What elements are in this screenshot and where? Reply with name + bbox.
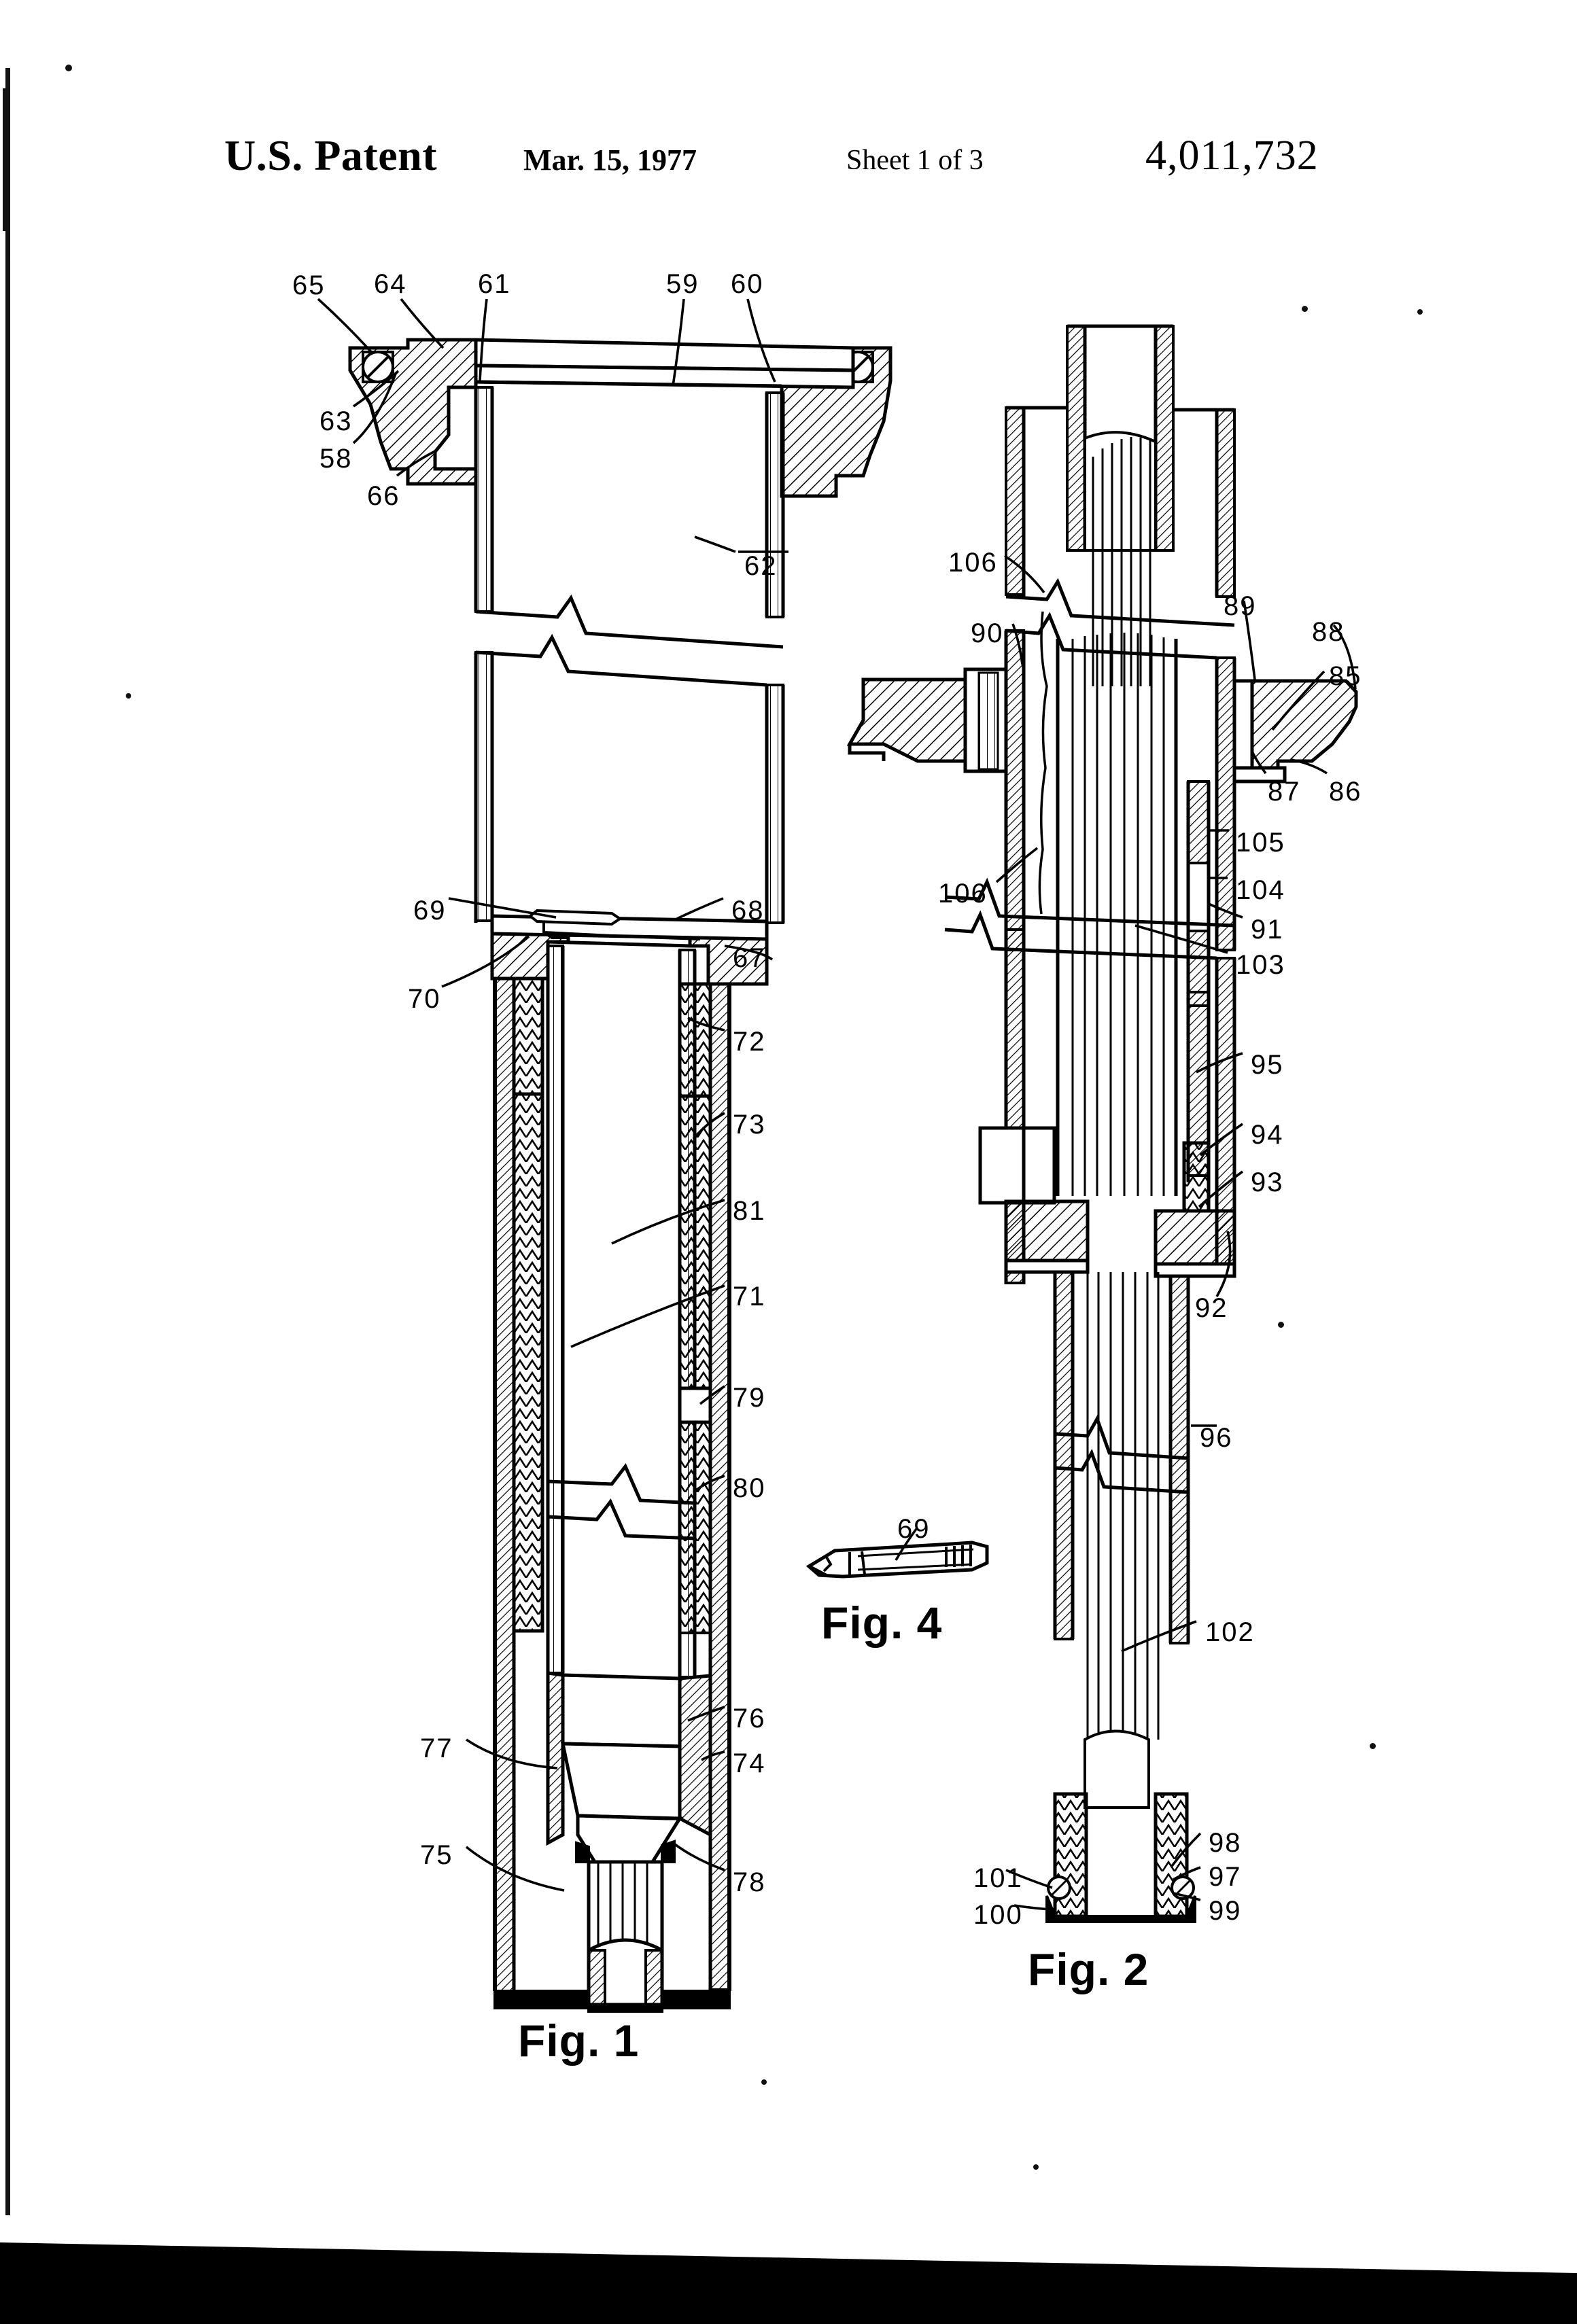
ref-numeral-69-fig4: 69 (897, 1514, 931, 1544)
scan-speck (761, 2079, 767, 2085)
figure-1-drawing (348, 338, 893, 2013)
figure-2-caption: Fig. 2 (1028, 1944, 1149, 1994)
ref-numeral-58: 58 (319, 444, 353, 474)
ref-numeral-89: 89 (1224, 591, 1257, 621)
ref-numeral-92: 92 (1195, 1293, 1228, 1323)
ref-numeral-95: 95 (1251, 1050, 1284, 1080)
ref-numeral-93: 93 (1251, 1167, 1284, 1197)
ref-numeral-79: 79 (733, 1383, 766, 1413)
figure-4-drawing (805, 1540, 989, 1579)
ref-numeral-103: 103 (1236, 950, 1285, 980)
scan-speck (1302, 306, 1308, 312)
ref-numeral-99: 99 (1209, 1896, 1242, 1926)
figure-2-drawing (846, 324, 1358, 1923)
ref-numeral-101: 101 (973, 1863, 1023, 1893)
scan-speck (126, 693, 131, 699)
ref-numeral-59: 59 (666, 269, 699, 299)
ref-numeral-106-top: 106 (948, 548, 998, 578)
ref-numeral-97: 97 (1209, 1862, 1242, 1892)
scan-edge-artifact (3, 68, 10, 2215)
ref-numeral-63: 63 (319, 406, 353, 436)
ref-numeral-66: 66 (367, 481, 400, 511)
ref-numeral-64: 64 (374, 269, 407, 299)
ref-numeral-73: 73 (733, 1110, 766, 1140)
scan-speck (1278, 1322, 1284, 1328)
ref-numeral-96: 96 (1200, 1423, 1233, 1453)
patent-date: Mar. 15, 1977 (523, 143, 697, 177)
ref-numeral-74: 74 (733, 1748, 766, 1778)
ref-numeral-94: 94 (1251, 1120, 1284, 1150)
ref-numeral-68: 68 (731, 896, 765, 926)
scan-speck (1370, 1743, 1376, 1749)
ref-numeral-77: 77 (420, 1733, 453, 1763)
ref-numeral-61: 61 (478, 269, 511, 299)
ref-numeral-72: 72 (733, 1027, 766, 1057)
ref-numeral-106-left: 106 (938, 879, 988, 909)
leader-lines (317, 298, 1357, 1911)
ref-numeral-102: 102 (1205, 1617, 1255, 1647)
scan-speck (1417, 309, 1423, 315)
ref-numeral-85: 85 (1329, 661, 1362, 691)
ref-numeral-91: 91 (1251, 915, 1284, 945)
ref-numeral-90: 90 (971, 618, 1004, 648)
ref-numeral-98: 98 (1209, 1828, 1242, 1858)
ref-numeral-60: 60 (731, 269, 764, 299)
ref-numeral-76: 76 (733, 1704, 766, 1733)
ref-numeral-81: 81 (733, 1196, 766, 1226)
patent-office-title: U.S. Patent (224, 131, 438, 179)
ref-numeral-100: 100 (973, 1900, 1023, 1930)
patent-header: U.S. Patent Mar. 15, 1977 Sheet 1 of 3 4… (0, 129, 1577, 204)
ref-numeral-71: 71 (733, 1282, 766, 1311)
patent-number: 4,011,732 (1145, 133, 1319, 179)
ref-numeral-80: 80 (733, 1473, 766, 1503)
ref-numeral-104: 104 (1236, 875, 1285, 905)
patent-sheet-number: Sheet 1 of 3 (846, 145, 984, 176)
ref-numeral-65: 65 (292, 270, 326, 300)
figure-4-caption: Fig. 4 (821, 1598, 943, 1648)
ref-numeral-88: 88 (1312, 617, 1345, 647)
scan-speck (65, 65, 72, 71)
ref-numeral-86: 86 (1329, 777, 1362, 807)
ref-numeral-78: 78 (733, 1867, 766, 1897)
ref-numeral-75: 75 (420, 1840, 453, 1870)
ref-numeral-62: 62 (744, 551, 778, 581)
ref-numeral-69: 69 (413, 896, 447, 926)
ref-numeral-70: 70 (408, 984, 441, 1014)
scan-speck (1033, 2164, 1039, 2170)
ref-numeral-87: 87 (1268, 777, 1301, 807)
ref-numeral-67: 67 (733, 943, 766, 973)
ref-numeral-105: 105 (1236, 828, 1285, 858)
figure-1-caption: Fig. 1 (518, 2015, 640, 2066)
